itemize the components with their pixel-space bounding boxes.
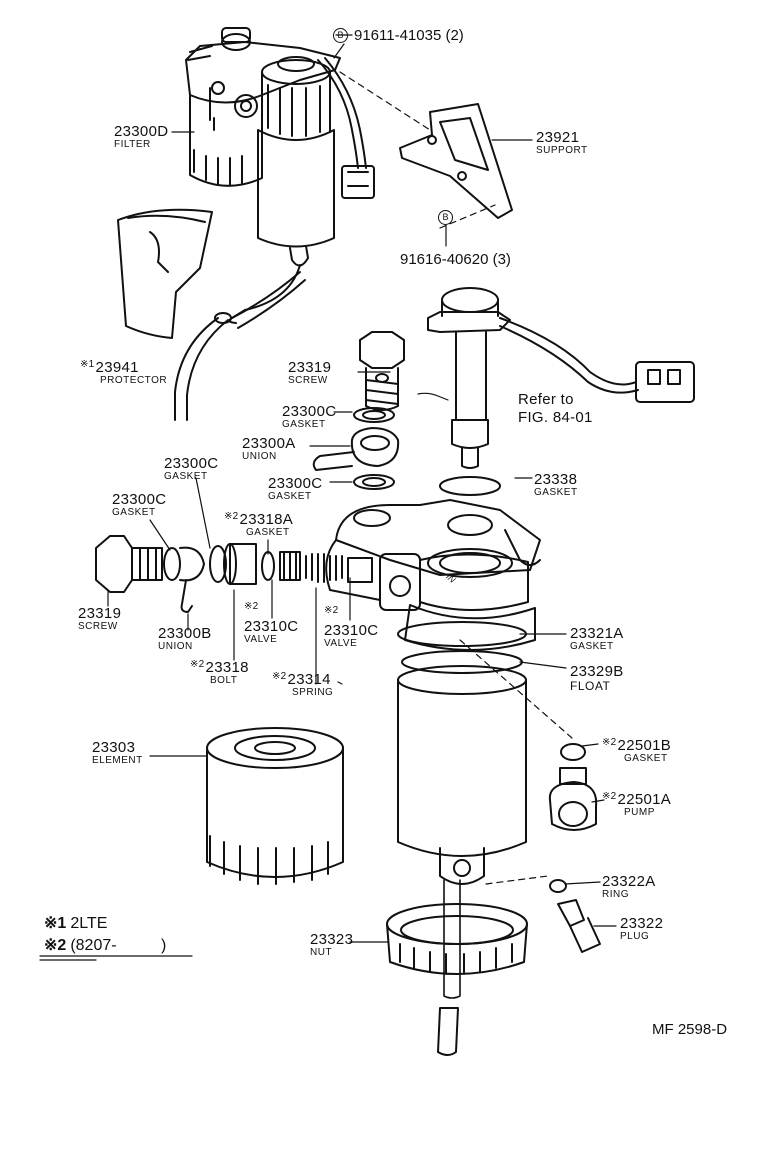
callout-91616: 91616-40620 (3) (400, 251, 511, 268)
leader-lines (107, 34, 617, 943)
drain-tube-drawing (437, 1007, 459, 1056)
callout-23321A: 23321A GASKET (570, 625, 624, 652)
filter-head-drawing (325, 499, 541, 651)
callout-23941: ※123941 PROTECTOR (80, 359, 168, 386)
protector-drawing (117, 208, 213, 339)
callout-23323: 23323 NUT (310, 931, 354, 958)
callout-23310C-b: ※2 23310C VALVE (324, 605, 379, 649)
callout-23322A: 23322A RING (602, 873, 656, 900)
filter-assembly-drawing (185, 27, 375, 324)
callout-23319-left: 23319 SCREW (78, 605, 122, 632)
callout-23329B: 23329B FLOAT (570, 663, 624, 693)
filter-bowl-drawing (397, 621, 527, 885)
callout-23300C-b: 23300C GASKET (268, 475, 323, 502)
callout-23300C-c: 23300C GASKET (164, 455, 219, 482)
bolt-marker-lower: B (438, 210, 459, 226)
callout-23300D: 23300D FILTER (114, 123, 169, 150)
left-screw-assembly-drawing (95, 535, 373, 613)
callout-23300C-a: 23300C GASKET (282, 403, 337, 430)
callout-23303: 23303 ELEMENT (92, 739, 143, 766)
callout-23300C-d: 23300C GASKET (112, 491, 167, 518)
banjo-screw-drawing (359, 331, 405, 411)
callout-23314: ※223314 SPRING (272, 671, 334, 698)
callout-23300B: 23300B UNION (158, 625, 212, 652)
callout-23322: 23322 PLUG (620, 915, 664, 942)
callout-23319-top: 23319 SCREW (288, 359, 332, 386)
callout-23921: 23921 SUPPORT (536, 129, 588, 156)
callout-23300A: 23300A UNION (242, 435, 296, 462)
priming-pump-drawing (548, 767, 598, 831)
filter-element-drawing (206, 727, 344, 885)
bolt-marker-icon: B (333, 28, 348, 44)
footnote-2: ※2(8207- ) (44, 937, 167, 954)
callout-23338: 23338 GASKET (534, 471, 578, 498)
callout-23310C-a: ※2 23310C VALVE (244, 601, 299, 645)
fuel-hose-drawing (174, 317, 229, 421)
union-fitting-drawing (312, 427, 400, 471)
bolt-marker-icon: B (438, 210, 453, 226)
callout-23318: ※223318 BOLT (190, 659, 249, 686)
callout-23318A: ※223318A GASKET (224, 511, 294, 538)
retaining-nut-drawing (386, 903, 528, 975)
sensor-drawing (427, 287, 695, 469)
callout-22501B: ※222501B GASKET (602, 737, 672, 764)
callout-22501A: ※222501A PUMP (602, 791, 672, 818)
reference-note: Refer to FIG. 84-01 (518, 391, 593, 426)
figure-id: MF 2598-D (652, 1021, 728, 1038)
drain-plug-drawing (557, 899, 601, 953)
support-bracket-drawing (399, 103, 513, 219)
